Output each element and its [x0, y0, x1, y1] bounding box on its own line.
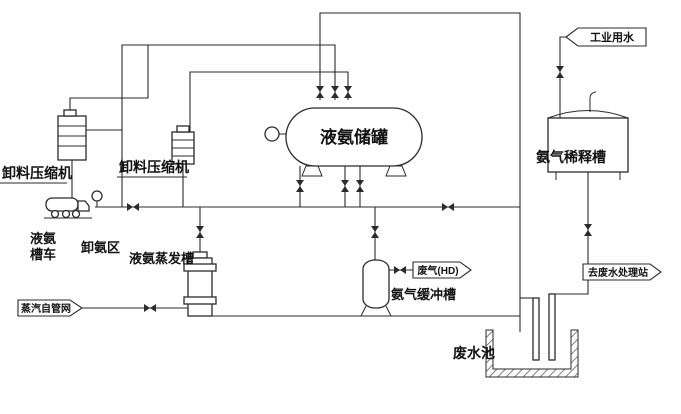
truck-label-line1: 液氨: [30, 231, 56, 246]
valve-icon: [331, 86, 339, 98]
compressor-right-label: 卸料压缩机: [119, 159, 189, 175]
ammonia-tank-truck: 液氨 槽车 卸氨区: [30, 190, 120, 262]
compressor-left-label: 卸料压缩机: [2, 165, 72, 181]
unloading-compressor-left: 卸料压缩机: [0, 109, 87, 184]
buffer-tank-label: 氨气缓冲槽: [390, 287, 456, 302]
valve-icon: [344, 86, 352, 98]
arrow-left-banner: [565, 27, 647, 47]
stream-steam-supply: 蒸汽自管网: [17, 299, 83, 317]
valve-icon: [341, 180, 349, 192]
stream-to-wastewater-treatment: 去废水处理站: [582, 263, 662, 281]
valve-icon: [144, 304, 156, 312]
gauge-icon: [264, 126, 280, 142]
ammonia-dilution-tank: 氨气稀释槽: [536, 91, 629, 180]
wastewater-pool-label: 废水池: [453, 345, 495, 361]
industrial-water-label: 工业用水: [590, 30, 635, 44]
valve-icon: [127, 203, 139, 211]
arrow-right-banner: [582, 263, 662, 281]
stream-waste-gas: 废气(HD): [412, 261, 472, 279]
valve-icon: [584, 224, 592, 236]
storage-tank-label: 液氨储罐: [320, 127, 388, 147]
valve-icon: [196, 226, 204, 238]
to-treatment-label: 去废水处理站: [588, 266, 648, 279]
valve-icon: [356, 180, 364, 192]
dilution-tank-label: 氨气稀释槽: [536, 149, 606, 165]
valve-icon: [394, 266, 406, 274]
ammonia-storage-tank: 液氨储罐: [264, 107, 423, 177]
truck-label-line2: 槽车: [30, 247, 56, 262]
valve-icon: [296, 180, 304, 192]
stream-industrial-water: 工业用水: [565, 27, 647, 47]
valve-icon: [556, 66, 564, 78]
dip-pipe: [548, 293, 556, 361]
valve-icon: [442, 203, 454, 211]
arrow-right-banner: [412, 261, 472, 279]
ammonia-buffer-tank: 氨气缓冲槽: [357, 259, 456, 317]
arrow-right-banner: [17, 299, 83, 317]
unloading-area-label: 卸氨区: [81, 240, 120, 255]
wastewater-pool: 废水池: [453, 293, 579, 378]
waste-gas-label: 废气(HD): [417, 264, 458, 277]
pump-icon: [91, 190, 103, 202]
truck-cab: [77, 200, 90, 212]
steam-supply-label: 蒸汽自管网: [21, 302, 71, 315]
evaporation-tank-label: 液氨蒸发槽: [129, 251, 194, 266]
valve-icon: [316, 86, 324, 98]
ammonia-evaporation-tank: 液氨蒸发槽: [129, 251, 217, 317]
dip-pipe: [532, 297, 540, 361]
valve-icon: [371, 226, 379, 238]
unloading-compressor-right: 卸料压缩机: [117, 125, 195, 178]
